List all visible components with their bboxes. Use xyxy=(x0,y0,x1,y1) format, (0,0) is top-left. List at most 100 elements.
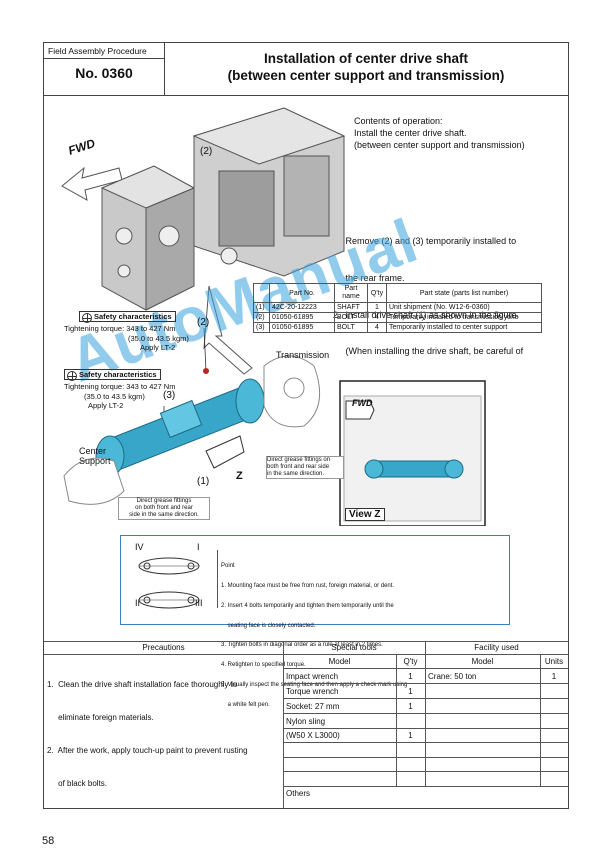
center-support-line-2: Support xyxy=(79,456,111,466)
parts-cell: BOLT xyxy=(334,322,368,333)
parts-header-cell xyxy=(253,283,270,303)
safety-badge: Safety characteristics xyxy=(79,311,176,323)
safety-mark-icon xyxy=(82,313,92,323)
precaution-line: of black bolts. xyxy=(47,779,108,788)
parts-cell: Temporarily installed to center support xyxy=(386,322,542,333)
parts-cell: 01050-61895 xyxy=(269,322,335,333)
contents-line-2: Install the center drive shaft. xyxy=(354,128,467,138)
safety-mark-icon xyxy=(67,371,77,381)
row-rule xyxy=(283,713,568,714)
header-bottom-rule xyxy=(44,95,568,96)
title-line-1: Installation of center drive shaft xyxy=(263,51,469,66)
page-frame xyxy=(43,42,569,809)
fwd-arrow-icon xyxy=(61,166,123,201)
front-frame-drawing xyxy=(100,165,196,311)
special-tools-header: Special tools xyxy=(331,643,377,652)
tool-qty: 1 xyxy=(408,702,413,711)
parts-header-cell: Q'ty xyxy=(367,283,387,303)
tool-model: (W50 X L3000) xyxy=(286,731,340,740)
contents-line-1: Contents of operation: xyxy=(354,116,443,126)
point-box: IV I II III Point 1. Mounting face must … xyxy=(120,535,510,708)
bottom-table-top-rule xyxy=(44,641,568,642)
parts-cell: Temporarily installed to transmission yo… xyxy=(386,312,542,323)
center-support-line-1: Center xyxy=(79,446,107,456)
safety-label: Safety characteristics xyxy=(79,370,157,379)
page-number: 58 xyxy=(42,835,55,847)
row-rule xyxy=(283,786,568,787)
bolt-order-iv: IV xyxy=(135,542,144,552)
point-item: 2. Insert 4 bolts temporarily and tighte… xyxy=(221,602,394,609)
parts-cell: 4 xyxy=(367,322,387,333)
parts-cell: BOLT xyxy=(334,312,368,323)
assembly-illustration xyxy=(61,107,486,526)
bolt-order-ii: II xyxy=(135,598,141,608)
grease-left-line: side in the same direction. xyxy=(129,512,199,518)
contents-of-operation: Contents of operation: Install the cente… xyxy=(354,115,525,151)
contents-line-3: (between center support and transmission… xyxy=(354,140,525,150)
precautions-header: Precautions xyxy=(142,643,185,652)
bolt-order-i: I xyxy=(197,542,200,552)
tool-qty: 1 xyxy=(408,731,413,740)
grease-right-line: in the same direction. xyxy=(267,471,325,477)
facility-units: 1 xyxy=(551,672,557,681)
rear-frame-drawing xyxy=(192,107,346,277)
safety-torque-2: Tightening torque: 343 to 427 Nm (35.0 t… xyxy=(64,382,175,411)
callout-z: Z xyxy=(236,470,243,482)
callout-2: (2) xyxy=(200,146,213,157)
point-notes: Point 1. Mounting face must be free from… xyxy=(221,550,407,721)
tool-qty: 1 xyxy=(408,672,413,681)
tool-qty: 1 xyxy=(408,687,413,696)
tool-model: Impact wrench xyxy=(286,672,339,681)
view-z-fwd-label: FWD xyxy=(352,398,373,408)
callout-1: (1) xyxy=(197,476,210,487)
parts-cell: 01050-61895 xyxy=(269,312,335,323)
safety-badge: Safety characteristics xyxy=(64,369,161,381)
grease-left-line: on both front and rear xyxy=(135,505,193,511)
row-rule xyxy=(283,683,568,684)
row-rule xyxy=(283,728,568,729)
facility-model-header: Model xyxy=(471,657,494,666)
grease-right-line: Direct grease fittings on xyxy=(267,457,331,463)
tools-qty-header: Q'ty xyxy=(403,657,418,666)
parts-table-header: Part No. Part name Q'ty Part state (part… xyxy=(253,283,542,303)
point-title: Point xyxy=(221,563,235,570)
header-left-cell xyxy=(44,43,165,96)
parts-cell: (3) xyxy=(253,322,270,333)
safety-torque-1: Tightening torque: 343 to 427 Nm (35.0 t… xyxy=(64,324,189,353)
tool-model: Torque wrench xyxy=(286,687,339,696)
torque-kgm-text: (35.0 to 43.5 kgm) xyxy=(84,391,145,401)
parts-header-cell: Part No. xyxy=(269,283,335,303)
torque-text: Tightening torque: 343 to 427 Nm xyxy=(64,324,176,333)
torque-text: Tightening torque: 343 to 427 Nm xyxy=(64,382,176,391)
point-item: a white felt pen. xyxy=(221,701,270,708)
view-z-arrow-icon xyxy=(205,435,245,469)
table-row: (2) 01050-61895 BOLT 4 Temporarily insta… xyxy=(253,312,542,323)
torque-kgm-text: (35.0 to 43.5 kgm) xyxy=(128,333,189,343)
point-item: 1. Mounting face must be free from rust,… xyxy=(221,582,395,589)
precaution-line: eliminate foreign materials. xyxy=(47,713,154,722)
tools-model-header: Model xyxy=(328,657,351,666)
step-line: (When installing the drive shaft, be car… xyxy=(333,346,524,357)
parts-cell: (1) xyxy=(253,302,270,313)
grease-note-left: Direct grease fittings on both front and… xyxy=(118,497,210,520)
row-rule xyxy=(283,742,568,743)
page-title: Installation of center drive shaft (betw… xyxy=(164,50,568,84)
others-label: Others xyxy=(286,789,311,798)
bolt-order-iii: III xyxy=(195,598,203,608)
callout-2-lower: (2) xyxy=(197,317,210,328)
tool-model: Nylon sling xyxy=(286,717,326,726)
precautions-list: 1. Clean the drive shaft installation fa… xyxy=(47,657,281,800)
apply-text: Apply LT-2 xyxy=(140,343,176,352)
facility-header: Facility used xyxy=(474,643,519,652)
row-rule xyxy=(283,698,568,699)
step-line: the rear frame. xyxy=(333,273,405,284)
parts-header-cell: Part state (parts list number) xyxy=(386,283,542,303)
grease-note-right: Direct grease fittings on both front and… xyxy=(266,456,344,479)
precaution-line: 1. Clean the drive shaft installation fa… xyxy=(47,680,238,689)
parts-header-cell: Part name xyxy=(334,283,368,303)
parts-cell: 4 xyxy=(367,312,387,323)
procedure-label: Field Assembly Procedure xyxy=(48,46,147,56)
grease-left-line: Direct grease fittings xyxy=(136,498,192,504)
table-row: (3) 01050-61895 BOLT 4 Temporarily insta… xyxy=(253,322,542,333)
view-z-label: View Z xyxy=(345,508,385,521)
